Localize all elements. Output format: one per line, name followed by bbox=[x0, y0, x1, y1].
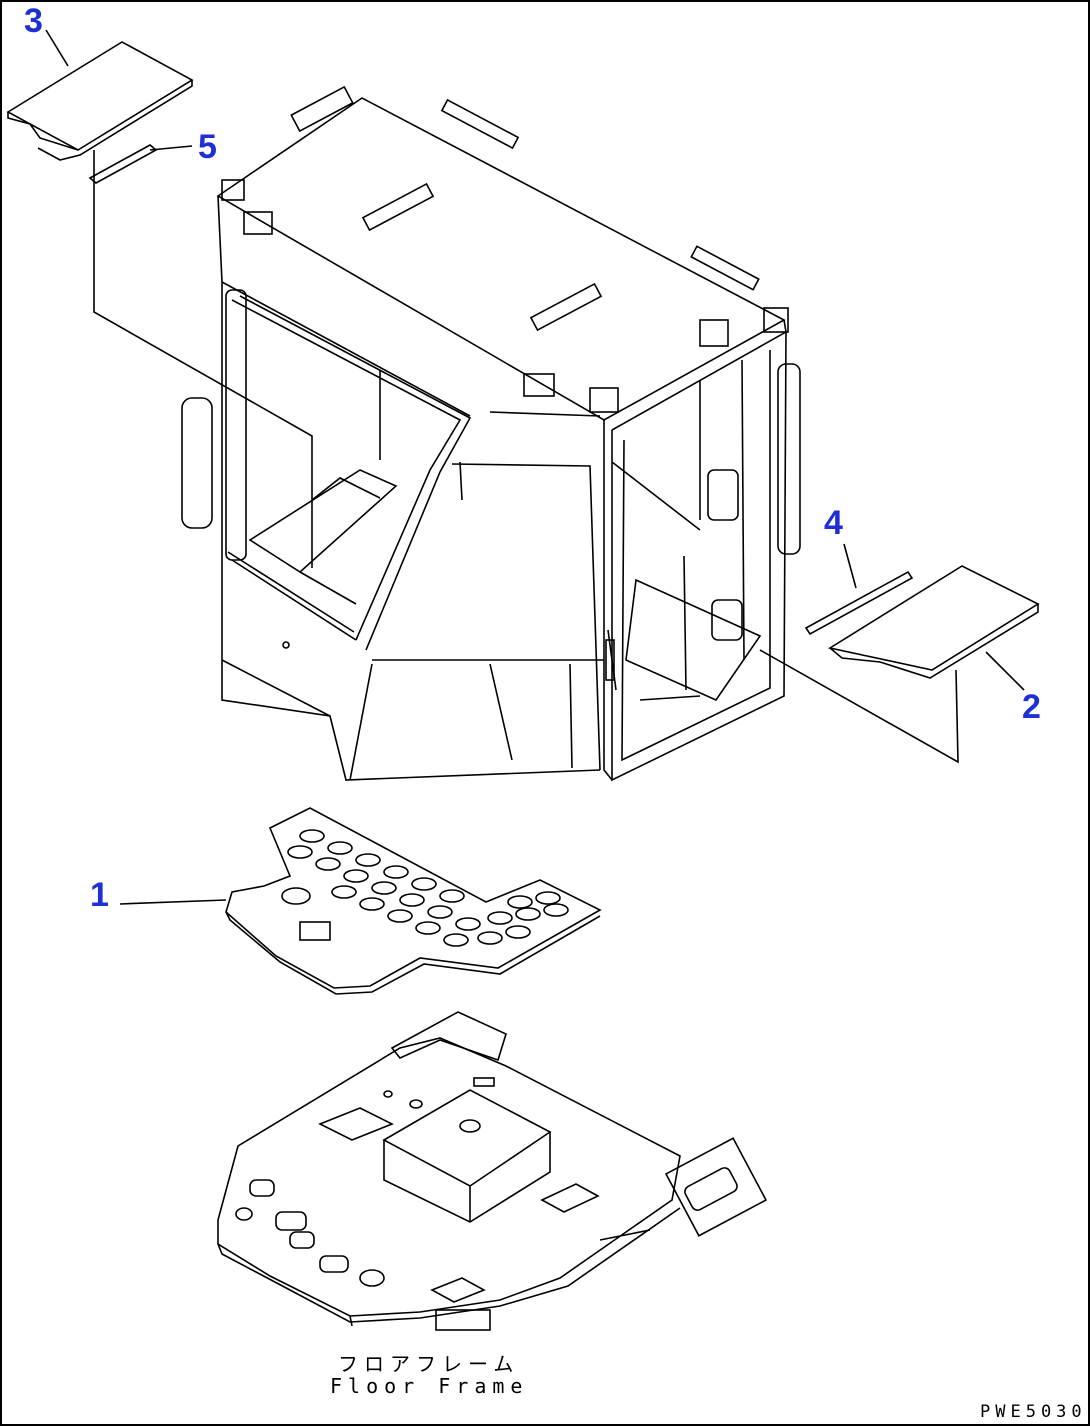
operator-cab bbox=[181, 85, 801, 782]
leader-line-cover2-to-cab bbox=[759, 649, 959, 764]
right-cover-part-2 bbox=[827, 565, 1040, 679]
floor-frame-label-en: Floor Frame bbox=[330, 1374, 529, 1398]
leader-line-3 bbox=[45, 29, 69, 67]
floor-frame-label-jp: フロアフレーム bbox=[338, 1352, 520, 1376]
leader-line-5 bbox=[149, 145, 193, 151]
floor-frame bbox=[217, 1011, 768, 1331]
drawing-code: PWE5030 bbox=[980, 1402, 1087, 1422]
callout-3: 3 bbox=[24, 2, 43, 40]
mat-holes bbox=[281, 829, 569, 947]
left-cover-part-3 bbox=[6, 41, 194, 161]
leader-line-1 bbox=[119, 899, 227, 905]
callout-4: 4 bbox=[824, 504, 843, 542]
leader-line-2 bbox=[985, 651, 1025, 691]
left-strip-part-5 bbox=[88, 144, 158, 184]
callout-1: 1 bbox=[90, 876, 109, 914]
callout-5: 5 bbox=[198, 128, 217, 166]
leader-line-4 bbox=[843, 543, 857, 589]
callout-2: 2 bbox=[1022, 688, 1041, 726]
right-strip-part-4 bbox=[804, 570, 914, 636]
leader-line-cover-to-cab bbox=[93, 150, 313, 568]
floor-mat-part-1 bbox=[225, 807, 602, 995]
